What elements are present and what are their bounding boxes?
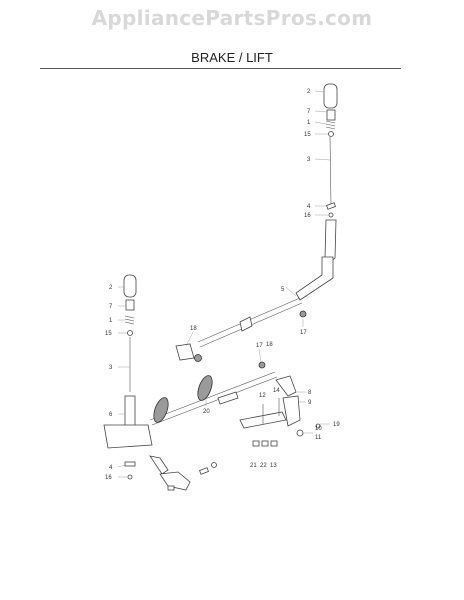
left-spring [124, 315, 135, 325]
left-brake-pedal [153, 397, 169, 423]
watermark: AppliancePartsPros.com [91, 6, 373, 30]
lower-washer [211, 462, 217, 468]
brake-cross-shaft [149, 361, 278, 426]
upper-nut [299, 310, 307, 318]
lower-link-b [159, 471, 191, 491]
diagram-title: BRAKE / LIFT [191, 50, 273, 65]
left-spacer [125, 299, 135, 311]
callout-left-7: 7 [109, 304, 113, 310]
link-cotter [315, 423, 321, 429]
callout-r-19: 19 [333, 422, 340, 428]
callout-mid-20: 20 [203, 409, 210, 415]
callout-mid-18: 18 [190, 326, 197, 332]
washer-22 [261, 440, 269, 447]
lower-brake-linkage [149, 455, 217, 491]
left-lever-knob [123, 274, 137, 298]
callout-left-3: 3 [109, 365, 113, 371]
upper-washer [328, 212, 334, 218]
callout-mid-17: 17 [256, 343, 263, 349]
callout-upper-4: 4 [307, 204, 311, 210]
callout-mid-18b: 18 [266, 342, 273, 348]
callout-left-6: 6 [109, 412, 113, 418]
callout-b-13: 13 [270, 463, 277, 469]
callout-left-1: 1 [109, 318, 113, 324]
lift-shaft [175, 297, 303, 362]
upper-ball [328, 131, 334, 137]
title-divider [40, 68, 401, 69]
upper-lever-knob [323, 83, 338, 109]
callout-r-11: 11 [315, 435, 322, 441]
shaft-bushing [194, 354, 202, 362]
right-linkage [239, 375, 321, 447]
callout-r-9: 9 [308, 400, 312, 406]
callout-upper-17: 17 [300, 330, 307, 336]
callout-r-8: 8 [308, 390, 312, 396]
callout-upper-1: 1 [307, 120, 311, 126]
nut-13 [270, 440, 278, 447]
left-brake-lever-assembly [103, 274, 153, 480]
lower-link-a [149, 455, 169, 475]
shaft-nut [258, 361, 266, 369]
left-lever-base [103, 424, 153, 449]
right-brake-pedal [197, 375, 213, 401]
left-ball [127, 330, 133, 336]
callout-r-10: 10 [315, 426, 322, 432]
callout-upper-7: 7 [307, 109, 311, 115]
lower-fastener-b [199, 467, 209, 475]
leader-lines [117, 90, 331, 478]
shaft-collar [239, 316, 253, 332]
callout-upper-3: 3 [307, 157, 311, 163]
callout-left-2: 2 [109, 285, 113, 291]
callout-left-15: 15 [105, 331, 112, 337]
lower-fastener-a [167, 485, 175, 491]
callout-upper-2: 2 [307, 89, 311, 95]
shaft-end-arm [175, 343, 195, 361]
link-plate [282, 395, 301, 427]
pedal-arm [217, 391, 239, 405]
callout-left-16: 16 [105, 475, 112, 481]
left-clip [124, 461, 136, 467]
callout-upper-5: 5 [281, 287, 285, 293]
upper-clip [326, 202, 336, 210]
upper-lift-lever-assembly [295, 83, 338, 318]
callout-labels: 2 7 1 15 3 4 16 5 17 2 7 1 15 3 6 4 16 1… [105, 89, 340, 481]
callout-b-22: 22 [260, 463, 267, 469]
upper-spring [325, 120, 336, 130]
upper-rod [329, 136, 332, 206]
callout-upper-16: 16 [304, 213, 311, 219]
upper-spacer [326, 109, 336, 121]
callout-b-21: 21 [250, 463, 257, 469]
left-washer [127, 474, 133, 480]
callout-r-14: 14 [273, 388, 280, 394]
callout-upper-15: 15 [304, 132, 311, 138]
upper-lever-bracket [295, 256, 334, 301]
callout-r-12: 12 [259, 393, 266, 399]
callout-left-4: 4 [109, 465, 113, 471]
upper-lever-arm [324, 219, 337, 263]
washer-21 [252, 440, 260, 447]
upper-link [275, 375, 297, 397]
